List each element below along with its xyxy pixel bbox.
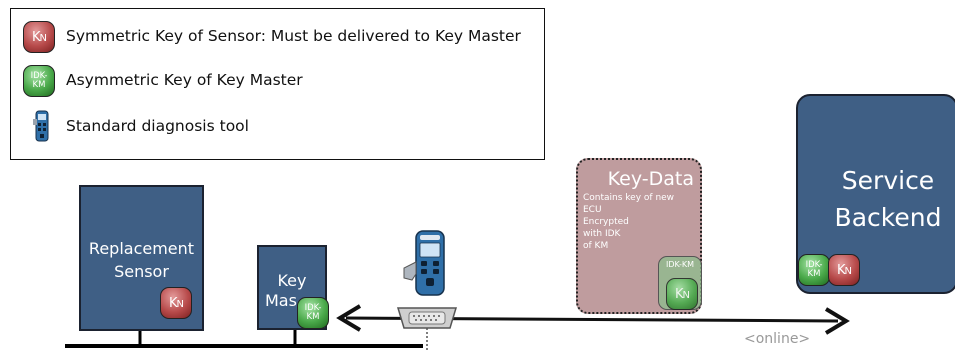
keymaster-idk-key-icon: IDK-KM: [297, 297, 329, 329]
backend-idk-key-icon: IDK-KM: [798, 254, 830, 286]
sensor-kn-key-icon: KN: [160, 287, 192, 319]
replacement-sensor-node: Replacement Sensor KN: [79, 185, 204, 331]
key-data-desc-line: Contains key of new: [583, 192, 674, 204]
replacement-sensor-label-line1: Replacement: [81, 237, 202, 260]
key-data-desc-line: Encrypted: [583, 216, 674, 228]
service-backend-node: Service Backend IDK-KM KN: [796, 94, 955, 294]
service-backend-label-line2: Backend: [820, 199, 955, 236]
key-data-description: Contains key of new ECU Encrypted with I…: [583, 192, 674, 252]
replacement-sensor-label-line2: Sensor: [81, 260, 202, 283]
diagnosis-tool-device-icon: [400, 228, 450, 300]
key-master-label-line1: Key: [259, 271, 325, 291]
key-data-desc-line: of KM: [583, 240, 674, 252]
key-master-node: Key Mas IDK-KM: [257, 245, 327, 330]
key-data-box: Key-Data Contains key of new ECU Encrypt…: [576, 158, 702, 314]
service-backend-label-line1: Service: [820, 162, 955, 199]
key-data-desc-line: ECU: [583, 204, 674, 216]
backend-kn-key-icon: KN: [828, 254, 860, 286]
key-data-desc-line: with IDK: [583, 228, 674, 240]
online-label: <online>: [744, 331, 810, 347]
encrypted-key-idk-label: IDK-KM: [659, 260, 701, 269]
obd-connector: [398, 308, 456, 328]
encrypted-kn-key-icon: KN: [666, 278, 698, 310]
key-data-title: Key-Data: [608, 168, 694, 190]
